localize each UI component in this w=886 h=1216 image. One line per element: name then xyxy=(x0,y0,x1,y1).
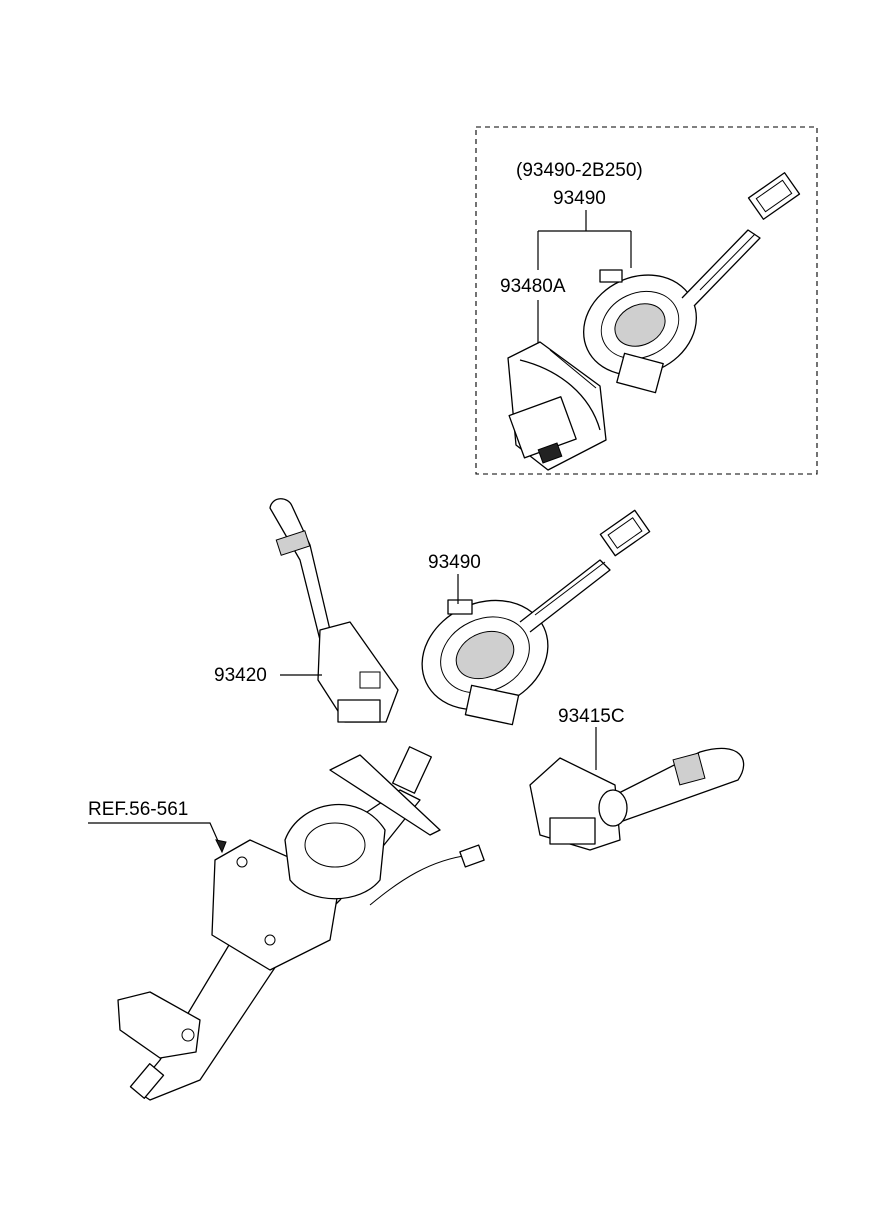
label-left-switch: 93420 xyxy=(214,665,267,686)
column-ref-leader xyxy=(88,822,223,851)
label-clock-spring: 93490 xyxy=(428,552,481,573)
column-ref-arrowhead xyxy=(215,839,227,854)
sub-part-93480a xyxy=(507,341,607,471)
label-right-switch: 93415C xyxy=(558,706,625,727)
steering-column xyxy=(117,746,485,1101)
assembly-bracket-leader xyxy=(537,210,632,270)
label-sub-part: 93480A xyxy=(500,276,566,297)
label-column-ref: REF.56-561 xyxy=(88,799,189,820)
right-switch-93415c xyxy=(529,747,745,851)
label-assembly-alt: (93490-2B250) xyxy=(516,160,643,181)
clock-spring-upper xyxy=(583,172,801,394)
assembly-group-box xyxy=(475,126,818,475)
left-switch-93420 xyxy=(269,498,399,723)
label-assembly-main: 93490 xyxy=(553,188,606,209)
clock-spring-lower xyxy=(421,509,651,726)
